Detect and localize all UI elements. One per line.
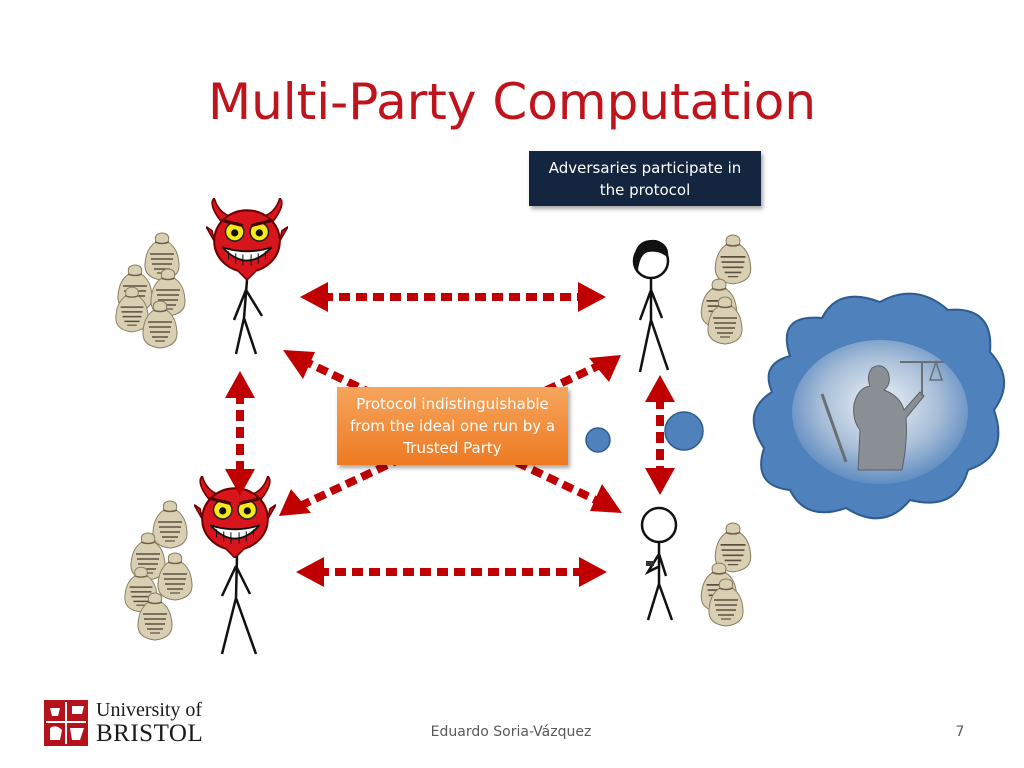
stick-figure-icon [640, 506, 678, 621]
protocol-callout: Protocol indistinguishable from the idea… [337, 387, 568, 465]
money-bag-icon [700, 522, 752, 627]
slide-title: Multi-Party Computation [207, 73, 817, 131]
page-number: 7 [955, 724, 965, 740]
adversaries-callout: Adversaries participate in the protocol [529, 151, 761, 206]
footer-author: Eduardo Soria-Vázquez [430, 724, 592, 740]
justice-statue-icon [820, 359, 944, 471]
logo-line2: BRISTOL [96, 720, 204, 747]
stick-figure-icon [632, 239, 670, 373]
logo-line1: University of [96, 699, 203, 721]
university-crest-icon [44, 700, 88, 746]
university-logo: University of BRISTOL [42, 697, 212, 749]
money-bag-icon [115, 232, 186, 349]
money-bag-icon [700, 234, 752, 345]
money-bag-icon [124, 500, 193, 641]
arrow-heads [225, 282, 675, 587]
devil-icon [206, 198, 288, 355]
thought-cloud-icon [516, 292, 1006, 520]
devil-icon [194, 476, 276, 655]
